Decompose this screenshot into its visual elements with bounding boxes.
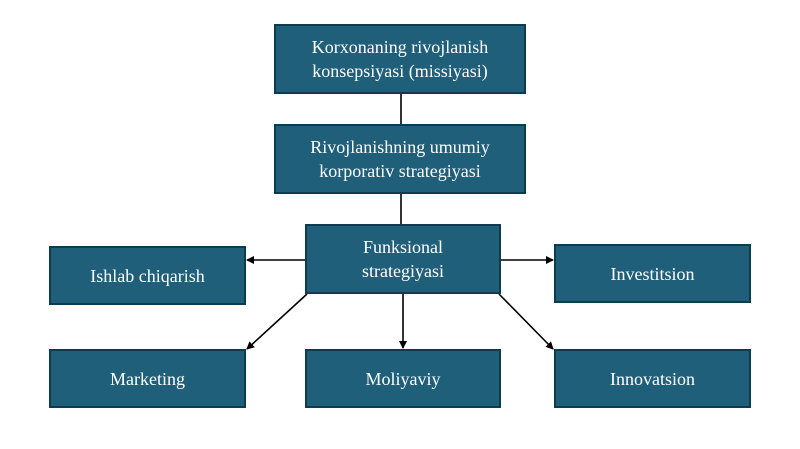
production-box: Ishlab chiqarish xyxy=(49,246,246,305)
marketing-label: Marketing xyxy=(110,368,185,389)
functional-line-1: Funksional xyxy=(362,237,443,257)
investment-box: Investitsion xyxy=(554,244,751,303)
arrow-to-innovation xyxy=(498,293,554,350)
innovation-label: Innovatsion xyxy=(610,368,695,389)
corporate-strategy-box: Rivojlanishning umumiy korporativ strate… xyxy=(274,124,526,194)
finance-label: Moliyaviy xyxy=(365,368,441,389)
functional-line-2: strategiyasi xyxy=(362,261,444,281)
mission-box: Korxonaning rivojlanish konsepsiyasi (mi… xyxy=(274,24,526,94)
production-label: Ishlab chiqarish xyxy=(90,265,205,286)
functional-strategy-box: Funksional strategiyasi xyxy=(305,224,501,294)
investment-label: Investitsion xyxy=(610,263,695,284)
mission-line-2: konsepsiyasi (missiyasi) xyxy=(312,61,488,81)
corporate-line-2: korporativ strategiyasi xyxy=(319,161,481,181)
innovation-box: Innovatsion xyxy=(554,349,751,408)
corporate-line-1: Rivojlanishning umumiy xyxy=(310,137,490,157)
marketing-box: Marketing xyxy=(49,349,246,408)
mission-line-1: Korxonaning rivojlanish xyxy=(311,37,489,57)
arrow-to-marketing xyxy=(246,293,308,350)
finance-box: Moliyaviy xyxy=(305,349,501,408)
